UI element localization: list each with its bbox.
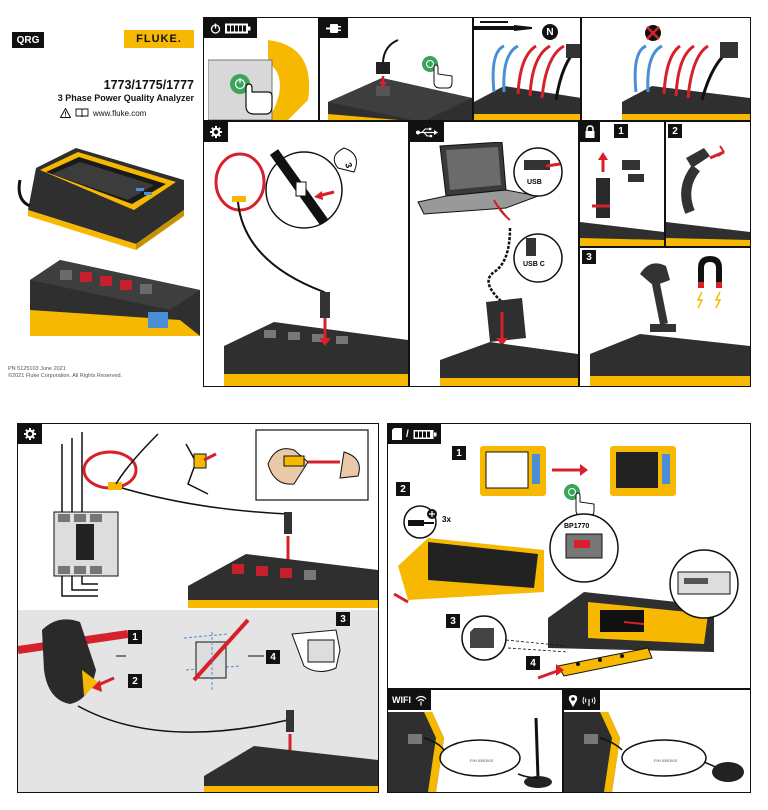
battery-icon (225, 23, 251, 33)
safety-line: www.fluke.com (60, 108, 146, 118)
usb-c-text: USB C (523, 261, 545, 268)
fluke-logo-text: FLUKE. (136, 33, 182, 45)
panel-tab (204, 122, 228, 142)
gps-antenna-illustration: P/N 5350915 (564, 712, 744, 792)
panel-tab (18, 424, 42, 444)
neutral-badge: N (542, 24, 558, 40)
lock-step-1-illustration (580, 152, 664, 246)
device-connector-image (30, 260, 200, 336)
panel-plug-in (319, 17, 473, 121)
panel-wifi: WIFI P/N 5350915 (387, 689, 563, 793)
step-number: 2 (396, 482, 410, 496)
website-link[interactable]: www.fluke.com (93, 108, 147, 118)
panel-gps: P/N 5350915 (563, 689, 751, 793)
panel-no-neutral (581, 17, 751, 121)
breaker-flex-illustration (53, 429, 378, 608)
lock-step-2-illustration (666, 145, 750, 246)
wifi-antenna-illustration: P/N 5350915 (388, 712, 552, 792)
battery-model-text: BP1770 (564, 523, 589, 530)
fluke-logo: FLUKE. (124, 30, 194, 48)
panel-usb-connect: USB USB C (409, 121, 579, 387)
wifi-tab-label: WIFI (392, 695, 411, 705)
step-number: 2 (128, 674, 142, 688)
panel-lock-step-3: 3 (579, 247, 751, 387)
gear-icon (210, 126, 222, 138)
signal-icon (582, 696, 596, 706)
panel-tab (474, 18, 534, 38)
step-number: 1 (614, 124, 628, 138)
panel-battery-sd: / 1 2 3 4 3x BP1770 (387, 423, 751, 689)
step-number: 3 (582, 250, 596, 264)
power-icon (210, 23, 221, 34)
voltage-leads-no-neutral-illustration (622, 42, 750, 120)
panel-tab (410, 122, 444, 142)
book-icon (75, 108, 89, 118)
panel-tab (204, 18, 257, 38)
panel-lock-step-1: 1 (579, 121, 665, 247)
svg-text:P/N 5350915: P/N 5350915 (654, 758, 678, 763)
panel-tab: WIFI (388, 690, 431, 710)
panel-power-on (203, 17, 319, 121)
panel-voltage-leads: N (473, 17, 581, 121)
step-number: 3 (446, 614, 460, 628)
step-number: 4 (526, 656, 540, 670)
panel-tab (564, 690, 600, 710)
panel-tab (580, 122, 600, 142)
current-clamp-illustration: 3 (214, 147, 408, 386)
step-number: 1 (128, 630, 142, 644)
times-three-text: 3x (442, 515, 451, 524)
gear-icon (24, 428, 36, 440)
panel-tab (320, 18, 348, 38)
step-number: 3 (336, 612, 350, 626)
qrg-badge: QRG (12, 32, 44, 48)
probe-icon (474, 21, 532, 31)
warning-icon (60, 108, 71, 118)
panel-current-clamp: 3 (203, 121, 409, 387)
product-model: 1773/1775/1777 (103, 78, 194, 92)
svg-text:P/N 5350915: P/N 5350915 (470, 758, 494, 763)
panel-tab: / (388, 424, 441, 444)
laptop-usb-illustration: USB USB C (417, 142, 578, 386)
usb-icon (416, 127, 438, 137)
battery-icon (413, 429, 437, 439)
sd-card-icon (392, 428, 402, 440)
battery-sd-illustration: 3x BP1770 (393, 446, 739, 680)
product-subtitle: 3 Phase Power Quality Analyzer (57, 93, 194, 103)
copyright: ©2021 Fluke Corporation. All Rights Rese… (8, 373, 123, 379)
lock-icon (585, 125, 595, 138)
device-hero-image (17, 148, 184, 250)
step-number: 1 (452, 446, 466, 460)
panel-lock-step-2: 2 (665, 121, 751, 247)
plug-icon (326, 23, 341, 33)
svg-text:3: 3 (343, 161, 354, 169)
wifi-icon (415, 695, 427, 705)
plug-in-illustration (328, 39, 472, 120)
iflex-clamp-illustration (18, 618, 378, 792)
power-press-illustration (208, 40, 310, 120)
step-number: 4 (266, 650, 280, 664)
magnet-mount-illustration (590, 256, 750, 386)
no-neutral-icon (645, 25, 661, 41)
part-number: PN 5125103 June 2021 (8, 366, 66, 372)
voltage-leads-illustration (474, 44, 580, 120)
panel-rogowski-install: 1 2 4 3 (17, 423, 379, 793)
step-number: 2 (668, 124, 682, 138)
location-icon (568, 694, 578, 707)
usb-text: USB (527, 179, 542, 186)
magnet-icon (696, 256, 722, 309)
